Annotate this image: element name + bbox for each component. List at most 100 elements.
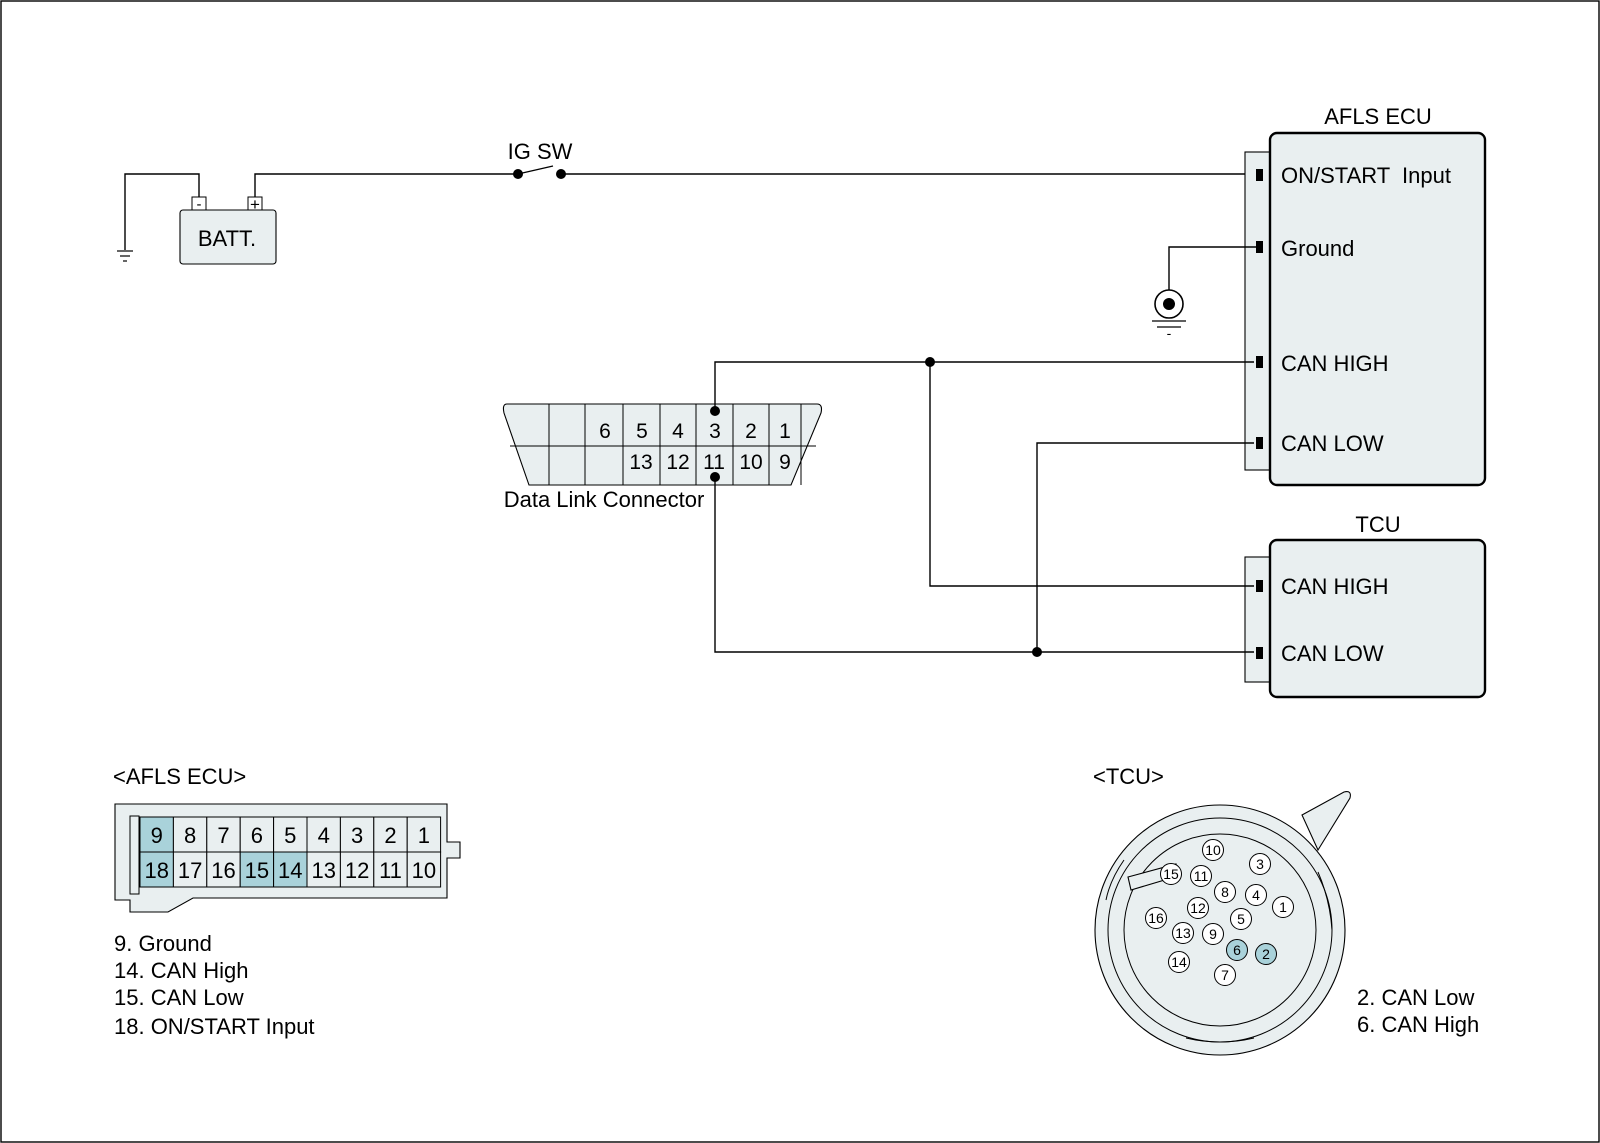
can-low-splice: [1032, 647, 1042, 657]
afls-pin-number: 18: [144, 858, 168, 883]
tcu-pin: [1245, 884, 1267, 906]
tcu-pin-number: 8: [1221, 884, 1229, 900]
battery: BATT. - +: [179, 195, 277, 265]
tcu-terminal-can-high: CAN HIGH: [1281, 574, 1389, 599]
tcu-pin-number: 7: [1221, 967, 1229, 983]
tcu-pin-number: 9: [1209, 926, 1217, 942]
dlc-pin: 3: [709, 420, 721, 443]
tcu-pin-number: 10: [1205, 842, 1221, 858]
afls-connector-title: <AFLS ECU>: [113, 764, 246, 789]
afls-pin-number: 1: [418, 823, 430, 848]
afls-terminal-can-high: CAN HIGH: [1281, 351, 1389, 376]
afls-pin-cell: [339, 816, 375, 853]
dlc-pin: 2: [745, 420, 757, 443]
tcu-pin: [1202, 923, 1224, 945]
dlc-pin: 10: [739, 451, 762, 474]
afls-legend-item: 18. ON/START Input: [114, 1014, 315, 1039]
dlc-pin: 11: [703, 451, 725, 474]
tcu-legend-item: 2. CAN Low: [1357, 985, 1474, 1010]
tcu-pin-number: 12: [1190, 900, 1206, 916]
tcu-pin: [1226, 939, 1248, 961]
dlc-pin: 9: [779, 451, 791, 474]
ig-switch-icon: [513, 165, 566, 179]
afls-terminal-pin-icon: [1256, 356, 1263, 368]
afls-pin-number: 16: [211, 858, 235, 883]
battery-ground-wire: [124, 173, 200, 250]
ig-switch-label: IG SW: [508, 139, 573, 164]
tcu-legend-item: 6. CAN High: [1357, 1012, 1479, 1037]
data-link-connector: 6 5 4 3 2 1 13 12 11 10 9 Data Link Conn…: [502, 403, 823, 512]
battery-body: [179, 209, 277, 265]
afls-pin-cell: [273, 816, 308, 853]
tcu-pin-number: 13: [1175, 925, 1191, 941]
afls-terminal-can-low: CAN LOW: [1281, 431, 1384, 456]
afls-pin-number: 13: [311, 858, 335, 883]
afls-pin-number: 10: [412, 858, 436, 883]
afls-pin-number: 2: [384, 823, 396, 848]
tcu-block: TCU CAN HIGH CAN LOW: [1244, 512, 1487, 699]
body-ground-icon: [1152, 289, 1186, 328]
afls-pin-cell: [172, 816, 208, 853]
tcu-pin: [1255, 943, 1277, 965]
afls-pin-number: 15: [245, 858, 269, 883]
afls-pin-number: 8: [184, 823, 196, 848]
afls-terminal-ground: Ground: [1281, 236, 1354, 261]
tcu-pin-number: 1: [1279, 899, 1287, 915]
tcu-pin-number: 6: [1233, 942, 1241, 958]
tcu-pin: [1202, 839, 1224, 861]
afls-pin-cell: [406, 816, 442, 853]
afls-legend-item: 9. Ground: [114, 931, 212, 956]
tcu-pin: [1145, 907, 1167, 929]
tcu-pin: [1230, 908, 1252, 930]
afls-pin-number: 11: [379, 858, 402, 883]
battery-negative-sign: -: [197, 196, 202, 213]
afls-pin-cell: [273, 851, 308, 888]
afls-ecu-title: AFLS ECU: [1324, 104, 1432, 129]
tcu-pin: [1160, 863, 1182, 885]
battery-positive-sign: +: [250, 195, 260, 214]
can-low-ecu-wire: [1036, 442, 1254, 652]
tcu-pin-number: 5: [1237, 911, 1245, 927]
afls-ecu-body: [1268, 131, 1487, 487]
tcu-pin: [1214, 964, 1236, 986]
tcu-pin: [1187, 897, 1209, 919]
afls-pin-number: 6: [251, 823, 263, 848]
afls-ecu-connector-shell: [1244, 151, 1273, 471]
dlc-pin: 12: [666, 451, 689, 474]
dlc-pin: 4: [672, 420, 684, 443]
tcu-pin-number: 11: [1194, 868, 1209, 884]
afls-terminal-pin-icon: [1256, 169, 1263, 181]
afls-pin-cell: [139, 851, 174, 888]
dlc-pin3-junction: [710, 406, 720, 416]
battery-label: BATT.: [198, 226, 256, 251]
tcu-pin: [1249, 853, 1271, 875]
dlc-pin: 1: [779, 420, 791, 443]
tcu-connector-latch: [1301, 791, 1351, 852]
ground-symbol-label: -: [1167, 325, 1172, 341]
dlc-body: [502, 403, 823, 486]
afls-pin-number: 4: [318, 823, 330, 848]
tcu-pin-number: 4: [1252, 887, 1260, 903]
tcu-pin-number: 2: [1262, 946, 1270, 962]
afls-pin-number: 12: [345, 858, 369, 883]
afls-pin-cell: [206, 851, 241, 888]
afls-legend-item: 14. CAN High: [114, 958, 249, 983]
tcu-connector-shell: [1244, 556, 1273, 683]
dlc-pin: 13: [629, 451, 652, 474]
afls-pin-cell: [373, 851, 408, 888]
tcu-title: TCU: [1355, 512, 1400, 537]
tcu-terminal-can-low: CAN LOW: [1281, 641, 1384, 666]
can-low-main-wire: [714, 477, 1254, 653]
tcu-pin-number: 14: [1171, 954, 1187, 970]
tcu-terminal-pin-icon: [1256, 647, 1263, 659]
afls-pin-number: 9: [151, 823, 163, 848]
afls-pin-number: 7: [217, 823, 229, 848]
tcu-pin: [1214, 881, 1236, 903]
afls-terminal-pin-icon: [1256, 241, 1263, 253]
can-high-splice: [925, 357, 935, 367]
